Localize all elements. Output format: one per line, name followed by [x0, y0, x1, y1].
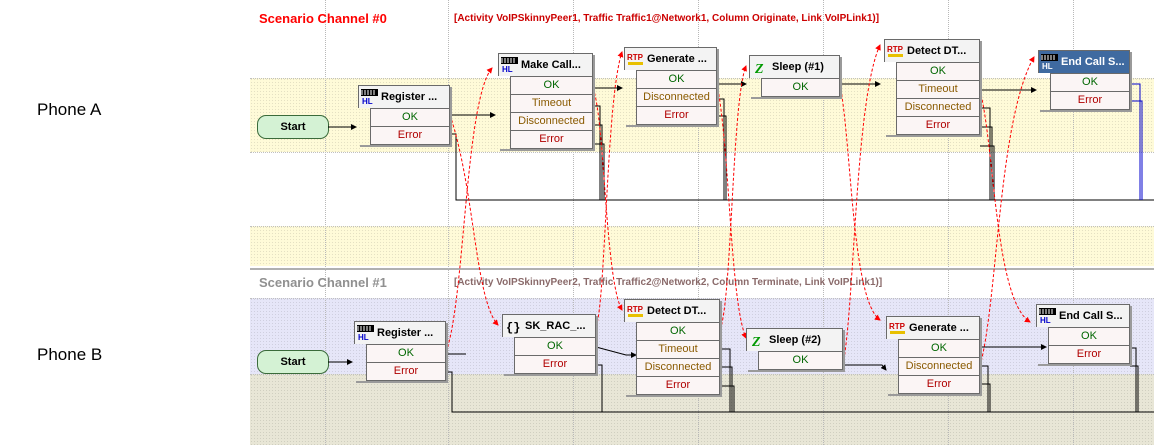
block-title: SK_RAC_...: [525, 320, 586, 332]
port-ok[interactable]: OK: [1082, 76, 1098, 88]
block-register-b[interactable]: HL Register ... OK Error: [354, 321, 446, 381]
port-error[interactable]: Error: [371, 126, 449, 144]
block-title: Detect DT...: [647, 305, 707, 317]
channel-0-gap-band: [250, 226, 1154, 266]
port-error[interactable]: Error: [1051, 91, 1129, 109]
hl-icon: HL: [357, 325, 374, 341]
port-disconnected[interactable]: Disconnected: [899, 357, 979, 375]
port-error[interactable]: Error: [511, 130, 592, 148]
svg-text:HL: HL: [1040, 316, 1051, 324]
port-error[interactable]: Error: [367, 362, 445, 380]
svg-text:RTP: RTP: [627, 53, 644, 62]
block-make-call-a[interactable]: HL Make Call... OK Timeout Disconnected E…: [498, 53, 593, 149]
block-title: Generate ...: [647, 53, 707, 65]
channel-1-title: Scenario Channel #1: [259, 275, 387, 290]
svg-text:RTP: RTP: [627, 305, 644, 314]
block-title: Sleep (#2): [769, 334, 821, 346]
phone-b-label: Phone B: [37, 345, 103, 364]
port-error[interactable]: Error: [897, 116, 979, 134]
port-ok[interactable]: OK: [402, 111, 418, 123]
rtp-icon: RTP: [889, 322, 906, 334]
svg-text:HL: HL: [362, 97, 373, 105]
hl-icon: HL: [1039, 308, 1056, 324]
block-register-a[interactable]: HL Register ... OK Error: [358, 85, 450, 145]
port-ok[interactable]: OK: [930, 65, 946, 77]
hl-icon: HL: [501, 57, 518, 73]
block-sleep-2[interactable]: Z Sleep (#2) OK: [746, 328, 843, 370]
block-title: Detect DT...: [907, 45, 967, 57]
channel-0-info: [Activity VoIPSkinnyPeer1, Traffic Traff…: [454, 13, 880, 24]
port-disconnected[interactable]: Disconnected: [637, 358, 719, 376]
svg-text:Z: Z: [754, 62, 764, 75]
port-error[interactable]: Error: [637, 376, 719, 394]
port-ok[interactable]: OK: [931, 342, 947, 354]
port-disconnected[interactable]: Disconnected: [897, 98, 979, 116]
sleep-icon: Z: [754, 62, 764, 75]
port-ok[interactable]: OK: [543, 79, 560, 91]
rtp-icon: RTP: [627, 305, 644, 317]
port-disconnected[interactable]: Disconnected: [511, 112, 592, 130]
port-ok[interactable]: OK: [398, 347, 414, 359]
phone-a-label: Phone A: [37, 100, 102, 119]
port-error[interactable]: Error: [899, 375, 979, 393]
port-ok[interactable]: OK: [1081, 330, 1097, 342]
port-error[interactable]: Error: [515, 355, 595, 373]
svg-text:HL: HL: [502, 65, 513, 73]
block-sk-rac-b[interactable]: {} SK_RAC_... OK Error: [502, 314, 596, 374]
block-title: Sleep (#1): [772, 61, 824, 73]
port-error[interactable]: Error: [637, 106, 716, 124]
block-title: Register ...: [377, 327, 434, 339]
svg-text:RTP: RTP: [889, 322, 906, 331]
block-title: End Call S...: [1059, 310, 1123, 322]
channel-1-info: [Activity VoIPSkinnyPeer2, Traffic Traff…: [454, 277, 883, 288]
svg-text:{}: {}: [506, 321, 520, 334]
port-ok[interactable]: OK: [668, 73, 685, 85]
hl-icon: HL: [361, 89, 378, 105]
port-error[interactable]: Error: [1049, 345, 1129, 363]
rtp-icon: RTP: [887, 45, 904, 57]
port-disconnected[interactable]: Disconnected: [637, 88, 716, 106]
svg-text:HL: HL: [358, 333, 369, 341]
port-timeout[interactable]: Timeout: [637, 340, 719, 358]
block-title: Generate ...: [909, 322, 969, 334]
port-timeout[interactable]: Timeout: [511, 94, 592, 112]
channel-separator: [250, 268, 1154, 270]
rtp-icon: RTP: [627, 53, 644, 65]
start-node-channel-1[interactable]: Start: [257, 350, 329, 374]
port-ok[interactable]: OK: [792, 354, 809, 366]
block-end-call-b[interactable]: HL End Call S... OK Error: [1036, 304, 1130, 364]
port-ok[interactable]: OK: [547, 340, 563, 352]
port-timeout[interactable]: Timeout: [897, 80, 979, 98]
svg-text:Z: Z: [751, 335, 761, 348]
sleep-icon: Z: [751, 335, 761, 348]
block-end-call-a[interactable]: HL End Call S... OK Error: [1038, 50, 1130, 110]
channel-0-title: Scenario Channel #0: [259, 11, 387, 26]
port-ok[interactable]: OK: [670, 325, 686, 337]
svg-text:RTP: RTP: [887, 45, 904, 54]
block-title: End Call S...: [1061, 56, 1125, 68]
braces-icon: {}: [506, 321, 520, 334]
svg-text:HL: HL: [1042, 62, 1053, 70]
hl-icon: HL: [1041, 54, 1058, 70]
scenario-canvas[interactable]: Scenario Channel #0 [Activity VoIPSkinny…: [250, 0, 1154, 445]
block-title: Register ...: [381, 91, 438, 103]
block-title: Make Call...: [521, 59, 581, 71]
port-ok[interactable]: OK: [792, 81, 809, 93]
block-sleep-1[interactable]: Z Sleep (#1) OK: [749, 55, 840, 97]
start-node-channel-0[interactable]: Start: [257, 115, 329, 139]
